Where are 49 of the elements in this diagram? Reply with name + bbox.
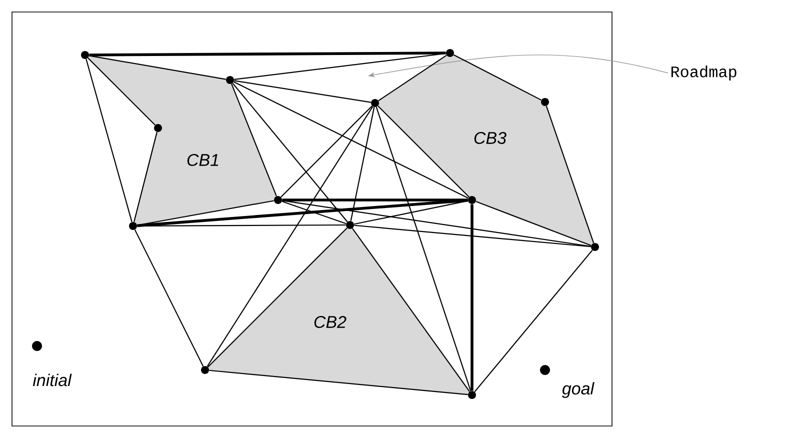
vertex-dot <box>129 222 137 230</box>
roadmap-edge <box>234 80 371 103</box>
vertex-dot <box>81 51 89 59</box>
roadmap-edge <box>134 230 204 366</box>
roadmap-edge <box>282 200 591 247</box>
roadmap-edge <box>378 106 470 198</box>
roadmap-edge <box>231 84 277 196</box>
roadmap-edge <box>350 107 375 221</box>
vertex-dot <box>226 76 234 84</box>
roadmap-edge <box>546 106 594 244</box>
roadmap-edge <box>280 106 372 198</box>
roadmap-edge <box>378 54 447 102</box>
roadmap-edge <box>206 106 374 367</box>
roadmap-edge <box>376 106 472 392</box>
point-label: goal <box>562 382 594 398</box>
roadmap-edge <box>88 58 156 126</box>
roadmap-edge <box>86 58 132 222</box>
vertex-dot <box>201 366 209 374</box>
obstacle-region: CB3 <box>375 53 595 247</box>
vertex-dot <box>591 243 599 251</box>
roadmap-edge <box>282 198 468 202</box>
roadmap-edge <box>137 198 468 228</box>
roadmap-edge <box>89 55 226 80</box>
vertex-dot <box>346 221 354 229</box>
roadmap-edge <box>354 224 591 248</box>
vertex-dot <box>468 390 476 399</box>
vertex-dot <box>541 98 549 106</box>
roadmap-edge <box>354 200 468 225</box>
vertex-dot <box>446 49 454 57</box>
callout-text: Roadmap <box>671 66 736 80</box>
vertex-dot <box>274 196 282 204</box>
roadmap-edge <box>208 228 348 368</box>
roadmap-edge <box>476 200 592 246</box>
roadmap-edge <box>234 52 446 80</box>
roadmap-edge <box>209 370 468 396</box>
roadmap-edge <box>232 82 348 222</box>
roadmap-edge <box>470 204 474 391</box>
roadmap-edge <box>134 132 158 222</box>
vertex-dot <box>371 99 379 107</box>
point-label: initial <box>32 374 72 386</box>
roadmap-edge <box>352 228 470 392</box>
roadmap-edge <box>282 200 346 224</box>
roadmap-edge <box>453 54 542 101</box>
obstacle-region: CB2 <box>205 225 472 395</box>
obstacle-region: CB1 <box>85 55 278 226</box>
vertex-dot <box>468 196 476 204</box>
roadmap-edge <box>474 250 593 392</box>
roadmap-edge <box>234 81 468 199</box>
roadmap-edge <box>89 52 446 56</box>
